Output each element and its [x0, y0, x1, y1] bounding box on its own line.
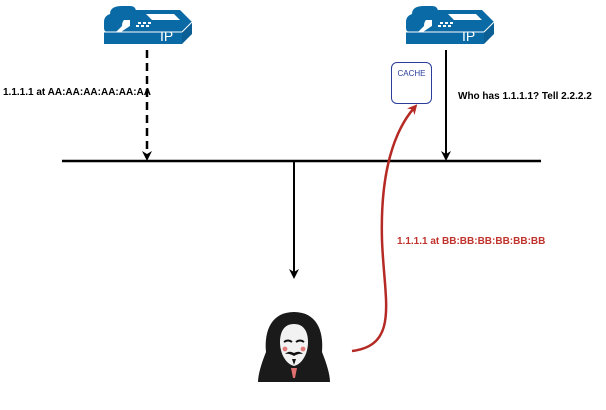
cache-label: CACHE: [397, 69, 426, 78]
request-label: Who has 1.1.1.1? Tell 2.2.2.2: [458, 91, 592, 102]
spoofed-reply-arrow: [351, 104, 418, 353]
spoofed-reply-label: 1.1.1.1 at BB:BB:BB:BB:BB:BB: [397, 236, 546, 247]
arp-cache-box: CACHE: [391, 62, 432, 104]
left-phone-badge: IP: [160, 28, 173, 44]
hooded-attacker-icon: [258, 312, 330, 382]
right-phone-badge: IP: [462, 28, 475, 44]
legit-reply-label: 1.1.1.1 at AA:AA:AA:AA:AA:AA: [3, 87, 151, 98]
right-ip-phone-icon: IP: [405, 5, 495, 45]
left-ip-phone-icon: IP: [103, 5, 193, 45]
